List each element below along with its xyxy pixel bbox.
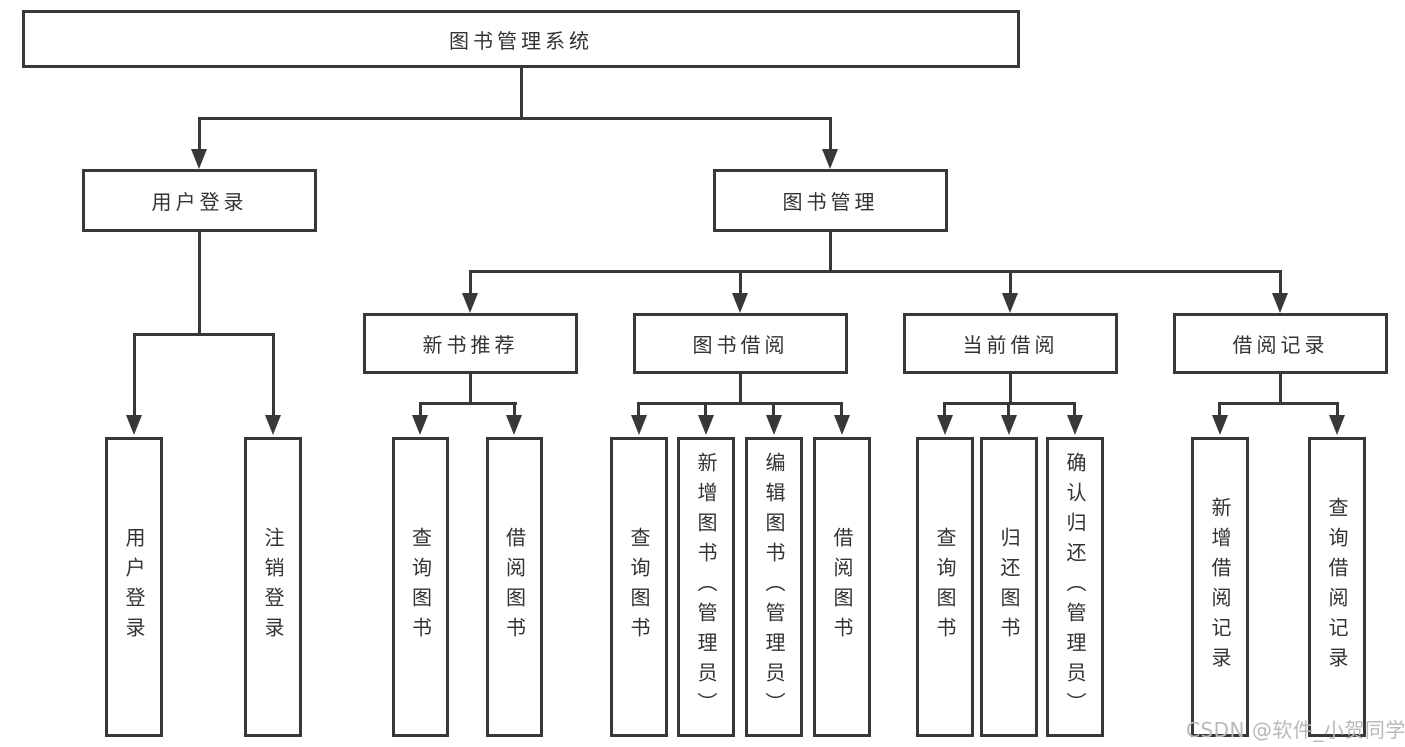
leaf-query-books-current: 查询图书 bbox=[916, 437, 974, 737]
connector-line bbox=[198, 117, 832, 120]
node-label: 注销登录 bbox=[261, 527, 285, 647]
arrowhead-down bbox=[1329, 415, 1345, 435]
leaf-borrow-books-recommend: 借阅图书 bbox=[486, 437, 543, 737]
connector-line bbox=[1009, 270, 1012, 296]
connector-line bbox=[1279, 374, 1282, 405]
connector-line bbox=[133, 333, 275, 336]
connector-line bbox=[198, 117, 201, 151]
node-label: 确认归还（管理员） bbox=[1063, 452, 1087, 722]
node-book-borrowing: 图书借阅 bbox=[633, 313, 848, 374]
connector-line bbox=[772, 402, 775, 417]
node-label: 新增借阅记录 bbox=[1208, 497, 1232, 677]
arrowhead-down bbox=[462, 293, 478, 313]
connector-line bbox=[840, 402, 843, 417]
node-new-book-recommendation: 新书推荐 bbox=[363, 313, 578, 374]
connector-line bbox=[637, 402, 640, 417]
csdn-watermark: CSDN @软件_小贺同学 bbox=[1186, 718, 1405, 742]
connector-line bbox=[943, 402, 946, 417]
leaf-logout: 注销登录 bbox=[244, 437, 302, 737]
connector-line bbox=[739, 270, 742, 296]
arrowhead-down bbox=[1272, 293, 1288, 313]
node-label: 查询图书 bbox=[627, 527, 651, 647]
node-label: 查询借阅记录 bbox=[1325, 497, 1349, 677]
node-label: 图书管理 bbox=[782, 190, 879, 214]
connector-line bbox=[739, 374, 742, 405]
node-label: 新增图书（管理员） bbox=[694, 452, 718, 722]
connector-line bbox=[829, 232, 832, 272]
connector-line bbox=[419, 402, 422, 417]
connector-line bbox=[272, 333, 275, 418]
arrowhead-down bbox=[1212, 415, 1228, 435]
connector-line bbox=[1336, 402, 1339, 417]
node-borrowing-records: 借阅记录 bbox=[1173, 313, 1388, 374]
connector-line bbox=[829, 117, 832, 151]
arrowhead-down bbox=[1002, 293, 1018, 313]
node-label: 图书借阅 bbox=[692, 333, 789, 357]
node-label: 用户登录 bbox=[122, 527, 146, 647]
arrowhead-down bbox=[126, 415, 142, 435]
connector-line bbox=[198, 232, 201, 336]
connector-line bbox=[469, 374, 472, 405]
arrowhead-down bbox=[732, 293, 748, 313]
node-label: 借阅图书 bbox=[830, 527, 854, 647]
leaf-add-books-admin: 新增图书（管理员） bbox=[677, 437, 735, 737]
node-label: 编辑图书（管理员） bbox=[762, 452, 786, 722]
arrowhead-down bbox=[822, 149, 838, 169]
node-label: 借阅记录 bbox=[1232, 333, 1329, 357]
connector-line bbox=[1007, 402, 1010, 417]
arrowhead-down bbox=[412, 415, 428, 435]
leaf-query-books-borrowing: 查询图书 bbox=[610, 437, 668, 737]
leaf-query-borrow-record: 查询借阅记录 bbox=[1308, 437, 1366, 737]
connector-line bbox=[637, 402, 843, 405]
arrowhead-down bbox=[1001, 415, 1017, 435]
connector-line bbox=[520, 68, 523, 120]
node-label: 当前借阅 bbox=[962, 333, 1059, 357]
arrowhead-down bbox=[506, 415, 522, 435]
connector-line bbox=[419, 402, 517, 405]
node-label: 归还图书 bbox=[997, 527, 1021, 647]
arrowhead-down bbox=[631, 415, 647, 435]
connector-line bbox=[469, 270, 472, 296]
connector-line bbox=[133, 333, 136, 418]
leaf-add-borrow-record: 新增借阅记录 bbox=[1191, 437, 1249, 737]
connector-line bbox=[1279, 270, 1282, 296]
connector-line bbox=[1073, 402, 1076, 417]
connector-line bbox=[1009, 374, 1012, 405]
node-user-login-group: 用户登录 bbox=[82, 169, 317, 232]
arrowhead-down bbox=[191, 149, 207, 169]
node-label: 图书管理系统 bbox=[449, 28, 593, 53]
node-label: 用户登录 bbox=[151, 190, 248, 214]
node-label: 新书推荐 bbox=[422, 333, 519, 357]
leaf-query-books-recommend: 查询图书 bbox=[392, 437, 449, 737]
connector-line bbox=[1218, 402, 1221, 417]
leaf-return-books: 归还图书 bbox=[980, 437, 1038, 737]
node-label: 查询图书 bbox=[933, 527, 957, 647]
arrowhead-down bbox=[834, 415, 850, 435]
leaf-user-login: 用户登录 bbox=[105, 437, 163, 737]
arrowhead-down bbox=[1067, 415, 1083, 435]
arrowhead-down bbox=[265, 415, 281, 435]
arrowhead-down bbox=[698, 415, 714, 435]
arrowhead-down bbox=[937, 415, 953, 435]
leaf-borrow-books: 借阅图书 bbox=[813, 437, 871, 737]
node-current-borrowing: 当前借阅 bbox=[903, 313, 1118, 374]
connector-line bbox=[1218, 402, 1339, 405]
arrowhead-down bbox=[766, 415, 782, 435]
node-library-management-system: 图书管理系统 bbox=[22, 10, 1020, 68]
leaf-confirm-return-admin: 确认归还（管理员） bbox=[1046, 437, 1104, 737]
node-label: 借阅图书 bbox=[502, 527, 527, 647]
connector-line bbox=[469, 270, 1282, 273]
node-label: 查询图书 bbox=[408, 527, 433, 647]
connector-line bbox=[704, 402, 707, 417]
node-book-management: 图书管理 bbox=[713, 169, 948, 232]
connector-line bbox=[513, 402, 516, 417]
leaf-edit-books-admin: 编辑图书（管理员） bbox=[745, 437, 803, 737]
